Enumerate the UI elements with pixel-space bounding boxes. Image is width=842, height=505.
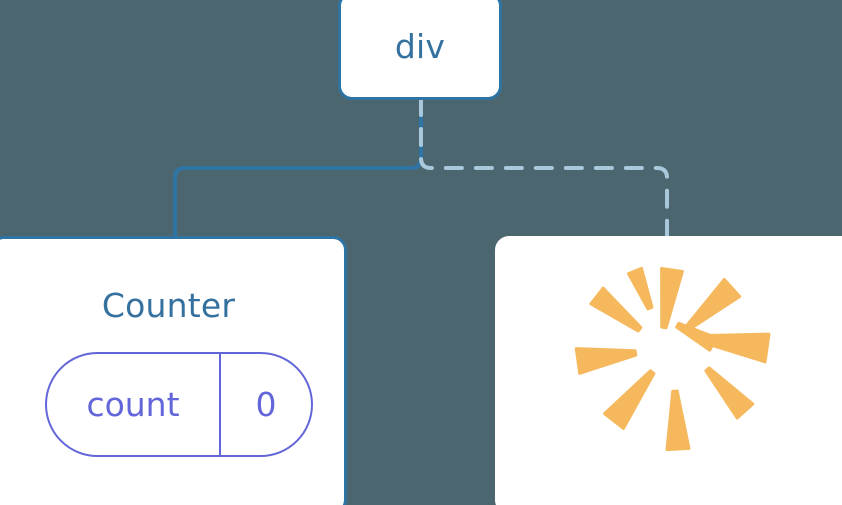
node-counter[interactable]: Counter count 0 <box>0 236 347 505</box>
sparkle-ray-1 <box>660 267 684 330</box>
node-effect[interactable] <box>495 236 842 505</box>
sparkle-ray-4 <box>704 366 755 420</box>
sparkle-ray-5 <box>665 389 691 452</box>
state-pill-key-cell: count <box>47 354 221 455</box>
sparkle-ray-7 <box>574 347 638 375</box>
state-key-label: count <box>86 385 180 424</box>
state-pill-count[interactable]: count 0 <box>45 352 313 457</box>
sparkle-ray-6 <box>603 369 656 430</box>
node-counter-label: Counter <box>101 286 236 325</box>
state-value-label: 0 <box>255 385 277 424</box>
node-div[interactable]: div <box>338 0 502 100</box>
sparkle-burst-icon <box>574 266 771 452</box>
sparkle-ray-8 <box>589 286 643 333</box>
edge-div-to-effect <box>419 97 669 239</box>
sparkle-ray-10 <box>675 321 718 352</box>
node-div-label: div <box>394 26 446 66</box>
state-pill-value-cell: 0 <box>221 354 311 455</box>
edge-div-to-counter <box>173 97 423 239</box>
sparkle-ray-9 <box>627 266 654 311</box>
